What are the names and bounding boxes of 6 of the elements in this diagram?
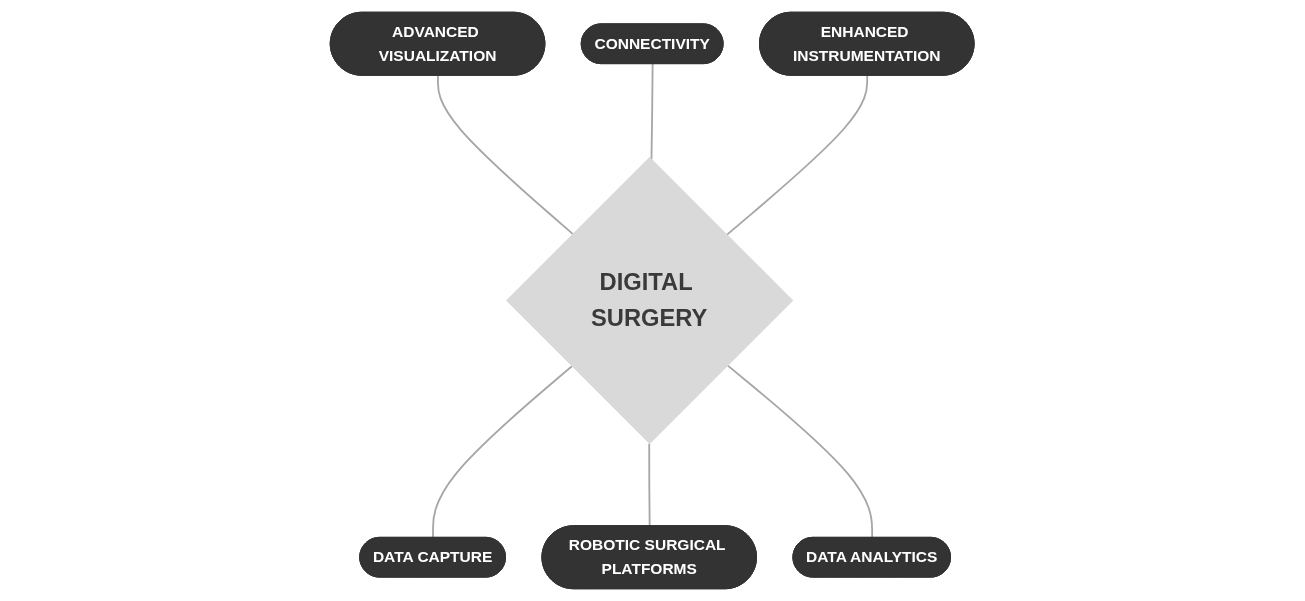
connector xyxy=(437,74,574,235)
connector xyxy=(432,365,574,539)
connector xyxy=(726,74,869,236)
connector xyxy=(726,364,874,539)
connector xyxy=(650,63,654,161)
node-diamond: DIGITAL SURGERY xyxy=(506,156,794,445)
